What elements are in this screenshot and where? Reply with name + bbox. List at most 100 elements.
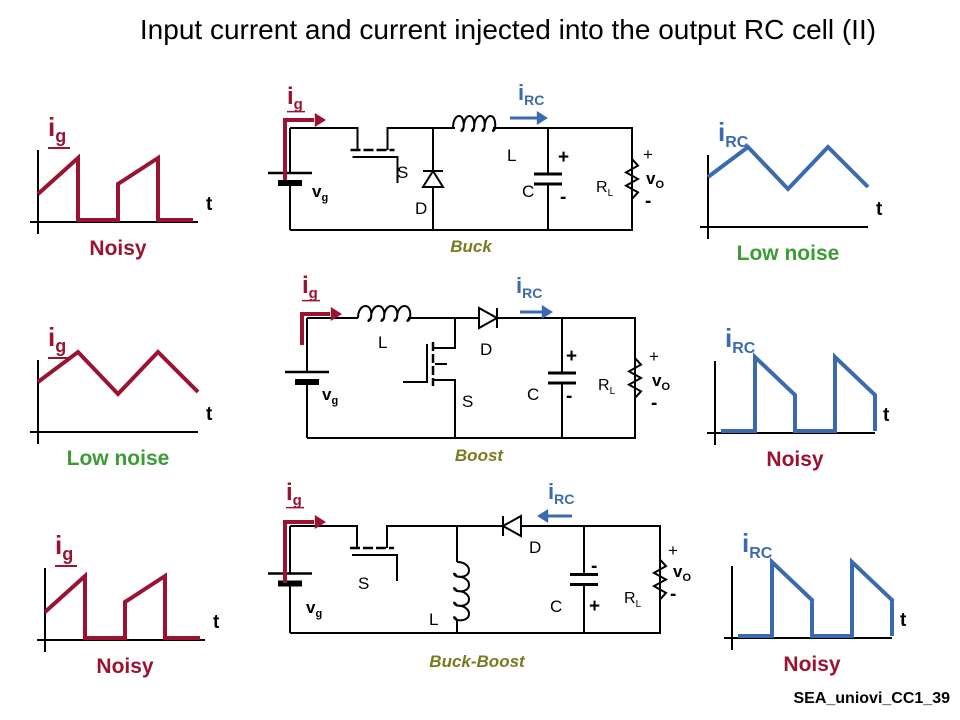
buckboost-source-plate-short [278, 580, 302, 587]
boost-output-waveform-trace [721, 352, 877, 433]
page-title: Input current and current injected into … [139, 14, 877, 45]
buck-output-waveform-axes [700, 155, 868, 239]
buckboost-irc-arrow-head [537, 509, 549, 523]
buck-vo-minus: - [645, 191, 651, 212]
buck-input-waveform-t-label: t [206, 194, 213, 215]
buck-switch-gate [352, 156, 399, 183]
boost-load [626, 318, 644, 438]
buckboost-switch-gate [352, 554, 398, 581]
boost-input-waveform-noise-label: Low noise [67, 447, 170, 470]
buckboost-load [651, 526, 669, 633]
buckboost-ig-arrow-shaft [283, 520, 314, 583]
boost-input-waveform-current-label: ig [48, 322, 66, 356]
boost-output-waveform-t-label: t [883, 405, 890, 426]
buckboost-ig-arrow-head [314, 515, 326, 529]
buck-load [623, 128, 641, 230]
boost-diode-body [478, 306, 500, 330]
buck-input-waveform-current-label: ig [48, 112, 66, 146]
boost-input-waveform-axes [30, 360, 198, 444]
boost-vo-label: vO [652, 371, 670, 393]
boost-switch-gate [403, 344, 428, 383]
buck-output-waveform-trace [706, 144, 870, 192]
boost-switch-leads [433, 318, 456, 438]
buck-l-label: L [507, 146, 516, 165]
boost-output-waveform-noise-label: Noisy [766, 448, 824, 471]
buckboost-name: Buck-Boost [429, 652, 526, 671]
buck-output-waveform-t-label: t [876, 199, 883, 220]
buckboost-l-label: L [429, 610, 438, 629]
buckboost-input-waveform-current-label: ig [55, 530, 73, 564]
boost-rl-label: RL [598, 377, 616, 397]
buck-ig-arrow-shaft [283, 118, 314, 180]
buckboost-input-waveform-noise-label: Noisy [96, 655, 154, 678]
boost-d-label: D [480, 340, 492, 359]
boost-input-waveform-trace [36, 349, 200, 397]
buck-inductor [452, 115, 497, 132]
buck-c-minus: - [560, 187, 566, 208]
buck-source-plate-short [278, 180, 302, 186]
boost-vo-plus: + [649, 347, 659, 366]
buck-irc-label: iRC [518, 80, 544, 108]
buckboost-vo-label: vO [673, 562, 691, 584]
buck-output-waveform-current-label: iRC [718, 117, 749, 151]
buck-d-label: D [415, 199, 427, 218]
boost-l-label: L [378, 333, 387, 352]
buck-frame [290, 127, 633, 231]
buckboost-vg-label: vg [306, 598, 322, 620]
boost-ig-arrow-shaft [300, 312, 330, 345]
boost-irc-label: iRC [516, 273, 542, 301]
buckboost-vo-plus: + [668, 541, 678, 560]
buck-c-label: C [522, 182, 534, 201]
boost-vo-minus: - [651, 393, 657, 414]
buck-switch-leads [345, 127, 400, 150]
buck-input-waveform-trace [36, 153, 193, 222]
buckboost-c-plus: + [589, 596, 600, 617]
buckboost-c-minus: - [591, 556, 597, 577]
boost-vg-label: vg [322, 385, 338, 407]
buck-ig-label: ig [287, 83, 303, 113]
boost-input-waveform-t-label: t [206, 404, 213, 425]
buck-input-waveform-noise-label: Noisy [89, 237, 147, 260]
buck-vo-label: vO [646, 169, 664, 191]
buckboost-output-waveform-current-label: iRC [742, 528, 773, 562]
buckboost-output-waveform-t-label: t [900, 610, 907, 631]
buckboost-s-label: S [358, 574, 369, 593]
buckboost-c-label: C [550, 597, 562, 616]
buck-rl-label: RL [596, 179, 614, 199]
boost-ig-label: ig [302, 272, 318, 302]
buck-s-label: S [397, 163, 408, 182]
boost-output-waveform: t iRC Noisy [707, 323, 890, 471]
buckboost-output-waveform-noise-label: Noisy [783, 653, 841, 676]
boost-output-waveform-current-label: iRC [725, 323, 756, 357]
boost-irc-arrow-head [541, 305, 553, 319]
boost-s-label: S [462, 392, 473, 411]
boost-inductor [357, 305, 412, 322]
buck-vg-label: vg [312, 182, 328, 204]
buckboost-frame [290, 525, 661, 634]
slide-id: SEA_uniovi_CC1_39 [793, 690, 950, 707]
boost-c-plus: + [566, 346, 577, 367]
boost-ig-arrow-head [330, 307, 342, 321]
buckboost-input-waveform-t-label: t [213, 612, 220, 633]
buck-name: Buck [450, 237, 493, 256]
buckboost-vo-minus: - [670, 584, 676, 605]
buckboost-irc-label: iRC [548, 479, 574, 507]
buckboost-diode-body [500, 514, 522, 538]
buck-diode-body [421, 169, 445, 188]
buckboost-rl-label: RL [624, 590, 642, 610]
boost-frame [307, 317, 636, 439]
boost-c-minus: - [566, 386, 572, 407]
buck-c-plus: + [558, 147, 569, 168]
buck-irc-arrow-head [536, 111, 548, 125]
boost-source-plate-short [295, 379, 319, 385]
buckboost-output-waveform: t iRC Noisy [724, 528, 907, 676]
buckboost-d-label: D [529, 538, 541, 557]
